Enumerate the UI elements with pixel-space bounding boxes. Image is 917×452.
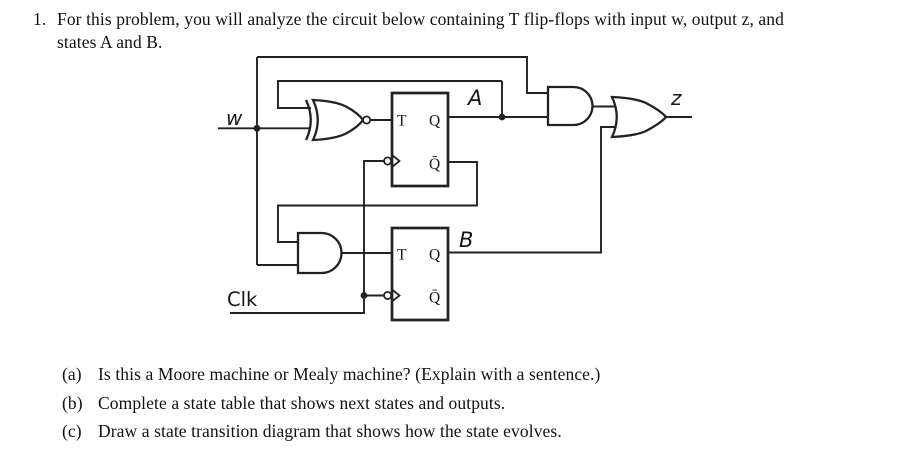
junction-dot-qa bbox=[498, 113, 506, 121]
xnor-gate-input-arc bbox=[304, 99, 312, 141]
problem-statement-line-1: 1. For this problem, you will analyze th… bbox=[33, 8, 905, 31]
output-z-label: z bbox=[670, 86, 682, 110]
problem-text-line-1: For this problem, you will analyze the c… bbox=[57, 9, 784, 29]
and-gate-bottom bbox=[296, 231, 343, 275]
junction-dot-w bbox=[253, 124, 261, 132]
or-gate bbox=[610, 95, 668, 139]
flipflop-a-t-label: T bbox=[397, 113, 407, 130]
question-c-text: Draw a state transition diagram that sho… bbox=[98, 421, 562, 441]
xnor-output-bubble bbox=[362, 115, 372, 125]
flipflop-b-box bbox=[390, 226, 450, 322]
question-b: (b) Complete a state table that shows ne… bbox=[62, 394, 600, 412]
question-list: (a) Is this a Moore machine or Mealy mac… bbox=[62, 365, 600, 451]
question-b-label: (b) bbox=[62, 392, 83, 413]
and-gate-top bbox=[546, 85, 594, 127]
question-c: (c) Draw a state transition diagram that… bbox=[62, 422, 600, 440]
flipflop-b-qbar-label: Q̄ bbox=[429, 290, 440, 307]
question-c-label: (c) bbox=[62, 421, 82, 441]
question-b-text: Complete a state table that shows next s… bbox=[98, 392, 506, 413]
flipflop-b-clock-triangle bbox=[391, 288, 401, 303]
flipflop-b-t-label: T bbox=[397, 247, 407, 264]
flipflop-a-qbar-label: Q̄ bbox=[429, 156, 440, 173]
junction-dot-clk bbox=[360, 292, 368, 299]
clock-clk-label: Clk bbox=[227, 288, 258, 311]
flipflop-a-q-label: Q bbox=[429, 113, 440, 130]
state-b-label: B bbox=[459, 228, 473, 252]
state-a-label: A bbox=[466, 86, 482, 110]
problem-number: 1. bbox=[33, 9, 47, 29]
problem-text-line-2: states A and B. bbox=[57, 31, 163, 52]
input-w-label: w bbox=[226, 106, 243, 130]
flipflop-a-clock-triangle bbox=[391, 154, 401, 168]
flipflop-a-clock-bubble bbox=[383, 156, 393, 166]
problem-statement: 1. For this problem, you will analyze th… bbox=[33, 8, 905, 53]
flipflop-b-q-label: Q bbox=[429, 247, 440, 264]
flipflop-b-clock-bubble bbox=[383, 290, 393, 300]
question-a-label: (a) bbox=[62, 364, 82, 384]
wire-segments bbox=[218, 56, 692, 314]
xnor-gate bbox=[311, 98, 365, 142]
question-a: (a) Is this a Moore machine or Mealy mac… bbox=[62, 365, 600, 383]
flipflop-a-box bbox=[390, 91, 450, 188]
question-a-text: Is this a Moore machine or Mealy machine… bbox=[98, 364, 601, 384]
